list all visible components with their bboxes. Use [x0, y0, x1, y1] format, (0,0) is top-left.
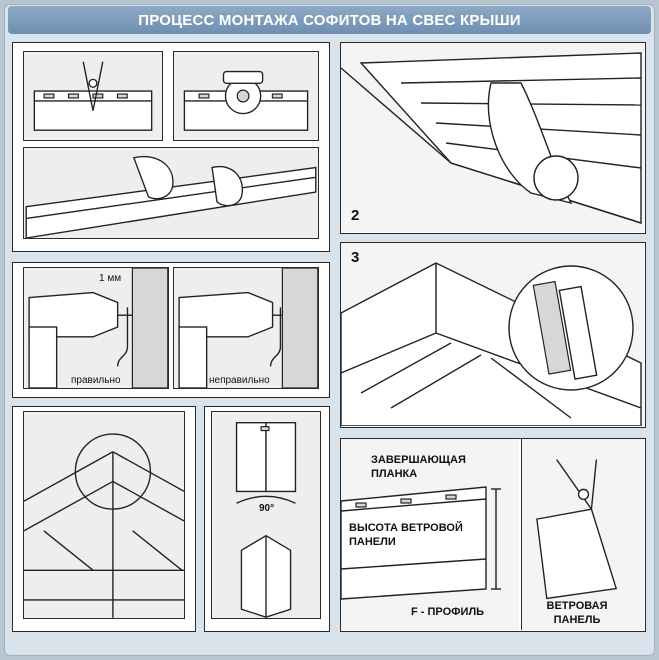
correct-label: правильно — [71, 375, 121, 386]
step-number-3: 3 — [351, 249, 360, 266]
incorrect-nailing-illustration — [173, 267, 319, 389]
circular-saw-cut-illustration — [173, 51, 319, 141]
panel-cutting — [12, 42, 330, 252]
wind-panel-cut-illustration — [521, 439, 644, 630]
corner-cut-illustration — [211, 411, 321, 619]
tin-snips-cut-illustration — [23, 51, 163, 141]
corner-frame-illustration — [23, 411, 185, 619]
incorrect-label: неправильно — [209, 375, 270, 386]
panel-corner-frame — [12, 406, 196, 632]
panel-90-degree: 90° — [204, 406, 330, 632]
wind-panel-label: ВЕТРОВАЯ ПАНЕЛЬ — [546, 600, 608, 626]
wind-panel-height-label: ВЫСОТА ВЕТРОВОЙ ПАНЕЛИ — [349, 522, 463, 548]
f-profile-label: F - ПРОФИЛЬ — [411, 606, 485, 618]
finish-strip-label: ЗАВЕРШАЮЩАЯ ПЛАНКА — [371, 454, 466, 480]
panel-step-3: 3 — [340, 242, 646, 428]
panel-gap-detail: 1 мм правильно неправильно — [12, 262, 330, 398]
step-number-2: 2 — [351, 207, 360, 224]
knife-cut-illustration — [23, 147, 319, 239]
panel-step-2: 2 — [340, 42, 646, 234]
gap-label: 1 мм — [99, 273, 122, 284]
angle-label: 90° — [259, 503, 275, 514]
panel-wind-panel: ЗАВЕРШАЮЩАЯ ПЛАНКА ВЫСОТА ВЕТРОВОЙ ПАНЕЛ… — [340, 438, 646, 632]
soffit-installation-illustration — [341, 43, 644, 232]
corner-soffit-illustration — [341, 243, 644, 426]
page-title: ПРОЦЕСС МОНТАЖА СОФИТОВ НА СВЕС КРЫШИ — [8, 6, 651, 34]
f-profile-illustration — [341, 439, 519, 630]
correct-nailing-illustration — [23, 267, 169, 389]
